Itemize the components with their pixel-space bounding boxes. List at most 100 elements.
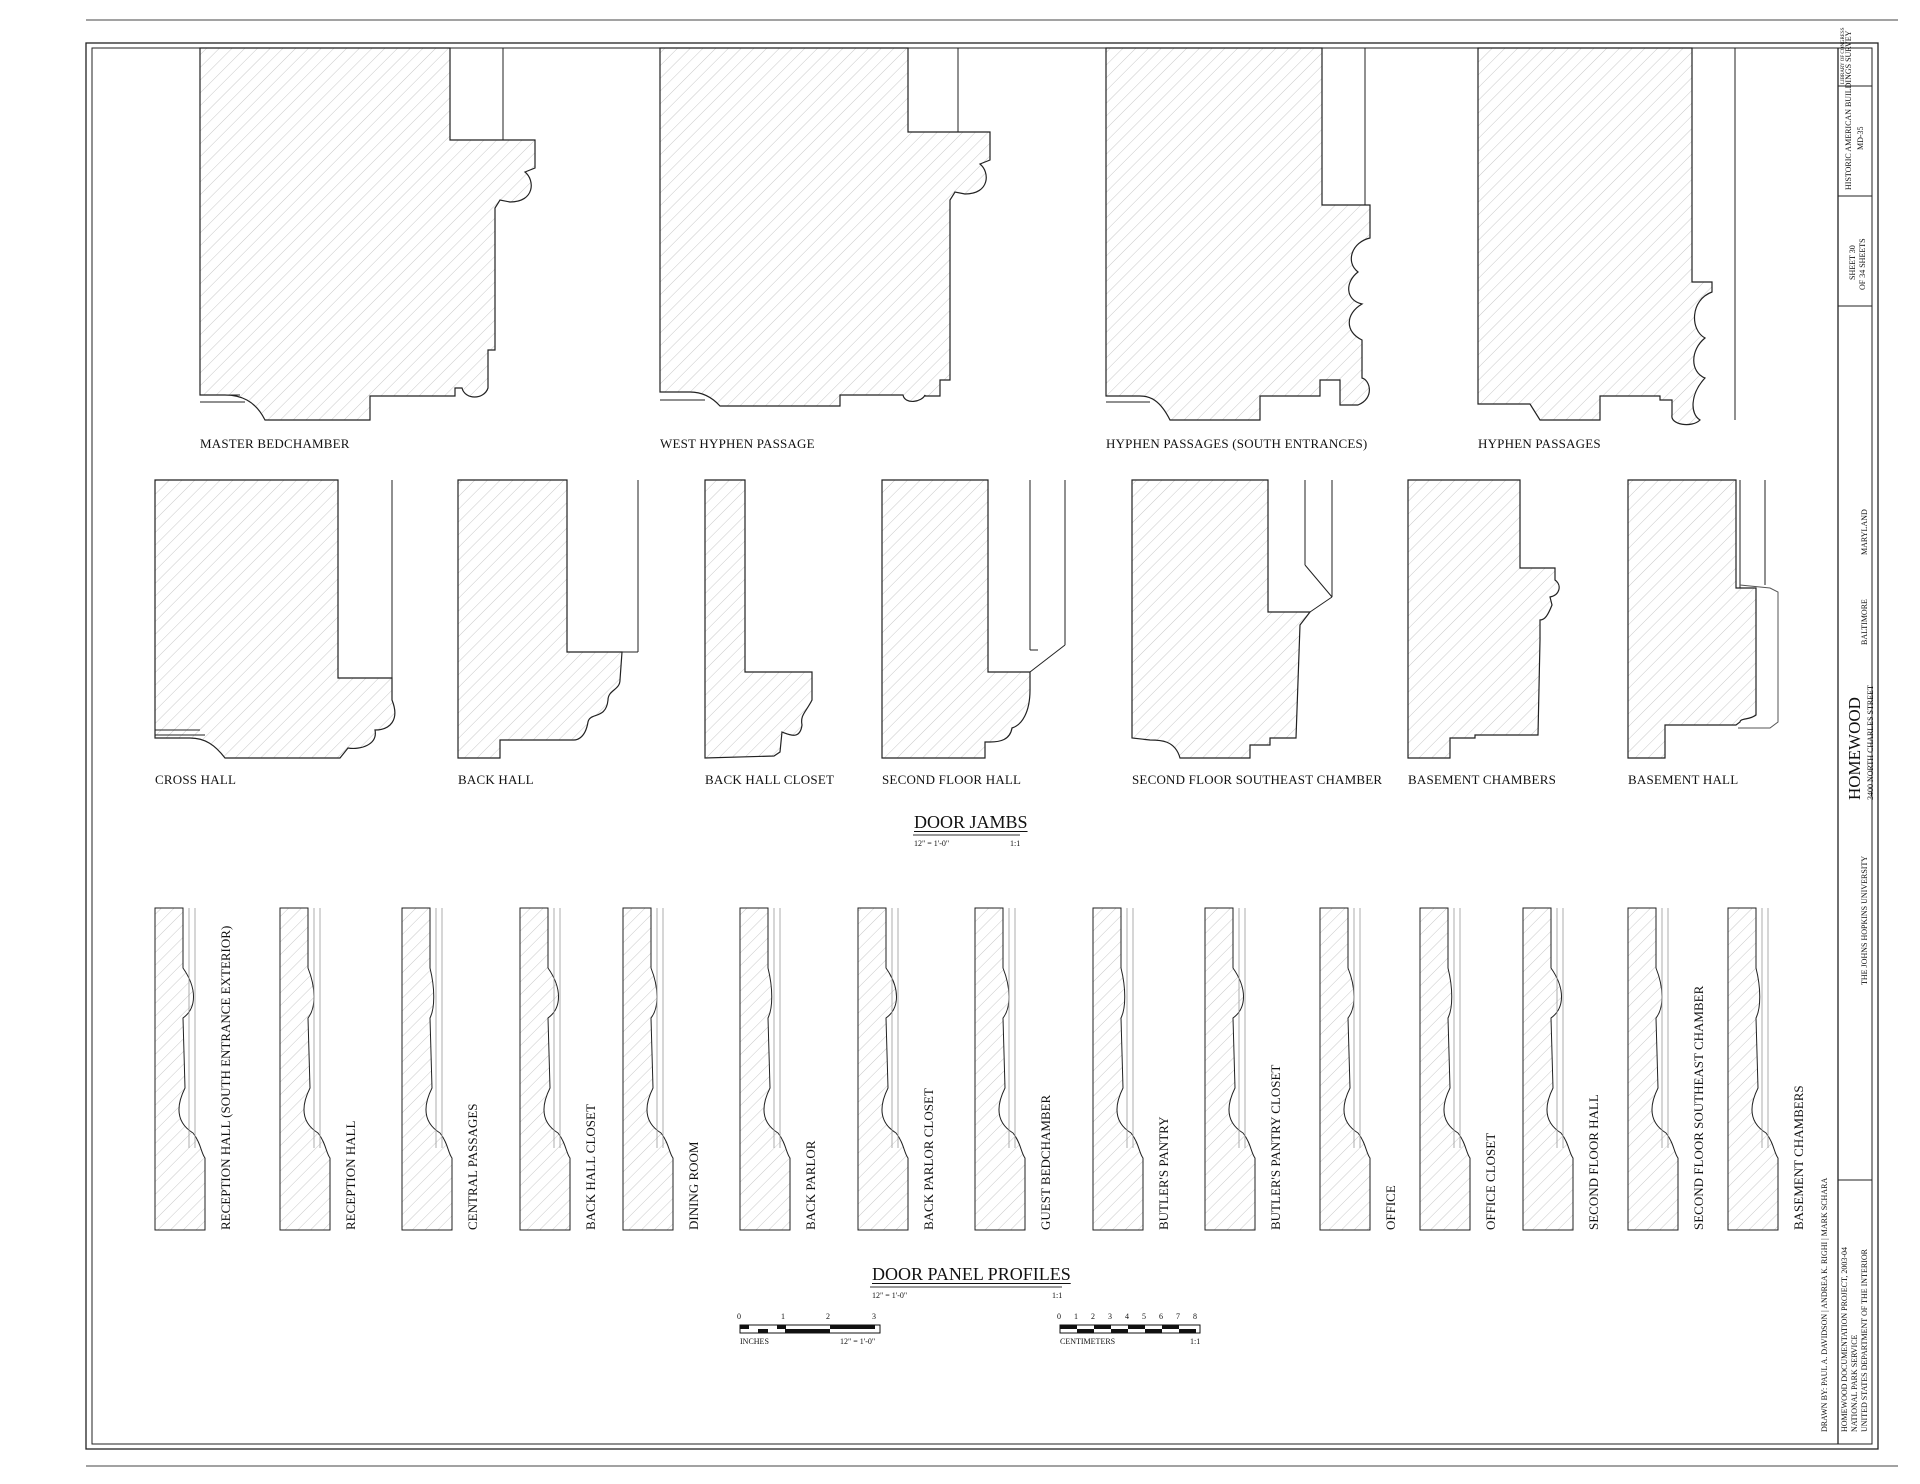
jamb-hyphen-passages <box>1477 47 1736 426</box>
door-panel-scale: 12" = 1'-0" <box>872 1291 908 1300</box>
panel-profile <box>1319 907 1371 1231</box>
door-panel-profiles-title: DOOR PANEL PROFILES <box>872 1264 1071 1284</box>
panel-profile-outline <box>1419 907 1471 1231</box>
jamb-basement-chambers <box>1407 479 1560 759</box>
panel-profile-outline <box>622 907 674 1231</box>
jamb-basement-hall <box>1627 479 1779 759</box>
label-west-hyphen-passage: WEST HYPHEN PASSAGE <box>660 436 815 451</box>
door-jambs-ratio: 1:1 <box>1010 839 1021 848</box>
panel-profile <box>1419 907 1471 1231</box>
tb-city: BALTIMORE <box>1860 599 1869 645</box>
label-panel-12: OFFICE CLOSET <box>1483 1132 1498 1230</box>
jamb-second-floor-southeast-chamber <box>1131 479 1333 759</box>
jamb-west-hyphen-passage <box>659 47 991 407</box>
panel-profile-outline <box>1204 907 1256 1231</box>
panel-profile-outline <box>1627 907 1679 1231</box>
scale-cm-tick-1: 1 <box>1074 1312 1078 1321</box>
label-hyphen-passages-south: HYPHEN PASSAGES (SOUTH ENTRANCES) <box>1106 436 1368 451</box>
scale-cm-tick-8: 8 <box>1193 1312 1197 1321</box>
label-panel-14: SECOND FLOOR SOUTHEAST CHAMBER <box>1691 985 1706 1230</box>
scale-cm-tick-7: 7 <box>1176 1312 1180 1321</box>
panel-profile-outline <box>1319 907 1371 1231</box>
scale-cm-ratio: 1:1 <box>1190 1337 1201 1346</box>
scale-inches-unit: INCHES <box>740 1337 769 1346</box>
tb-sheet: SHEET 30 <box>1848 245 1857 280</box>
scale-cm-tick-4: 4 <box>1125 1312 1129 1321</box>
label-panel-3: CENTRAL PASSAGES <box>465 1103 480 1230</box>
panel-profile <box>857 907 909 1231</box>
door-jambs-title: DOOR JAMBS <box>914 812 1028 832</box>
sheet-border-outer <box>85 42 1879 1450</box>
panel-profile-outline <box>1727 907 1779 1231</box>
panel-profile-outline <box>401 907 453 1231</box>
label-panel-4: BACK HALL CLOSET <box>583 1104 598 1230</box>
panel-profile <box>1522 907 1574 1231</box>
tb-survey-no: MD-35 <box>1856 126 1865 150</box>
door-jambs-scale: 12" = 1'-0" <box>914 839 950 848</box>
label-panel-13: SECOND FLOOR HALL <box>1586 1094 1601 1230</box>
jamb-cross-hall <box>154 479 396 759</box>
scale-inches-scale: 12" = 1'-0" <box>840 1337 876 1346</box>
scale-inches-tick-0: 0 <box>737 1312 741 1321</box>
tb-owner: THE JOHNS HOPKINS UNIVERSITY <box>1860 855 1869 985</box>
tb-state: MARYLAND <box>1860 509 1869 555</box>
panel-profile <box>622 907 674 1231</box>
label-back-hall-closet: BACK HALL CLOSET <box>705 772 835 787</box>
label-basement-hall: BASEMENT HALL <box>1628 772 1739 787</box>
jamb-master-bedchamber <box>199 47 536 421</box>
panel-profile-outline <box>974 907 1026 1231</box>
label-back-hall: BACK HALL <box>458 772 534 787</box>
jamb-back-hall-closet <box>704 479 813 759</box>
panel-profile-outline <box>857 907 909 1231</box>
label-panel-2: RECEPTION HALL <box>343 1120 358 1230</box>
label-panel-6: BACK PARLOR <box>803 1140 818 1230</box>
label-panel-5: DINING ROOM <box>686 1141 701 1230</box>
label-panel-11: OFFICE <box>1383 1185 1398 1230</box>
panel-profile-outline <box>279 907 331 1231</box>
scale-bar-centimeters <box>1059 1324 1201 1334</box>
panel-profile-outline <box>1092 907 1144 1231</box>
panel-profile <box>1092 907 1144 1231</box>
label-basement-chambers: BASEMENT CHAMBERS <box>1408 772 1556 787</box>
label-panel-8: GUEST BEDCHAMBER <box>1038 1094 1053 1230</box>
jamb-second-floor-hall <box>881 479 1066 759</box>
panel-profile <box>1627 907 1679 1231</box>
scale-cm-unit: CENTIMETERS <box>1060 1337 1116 1346</box>
scale-inches-tick-3: 3 <box>872 1312 876 1321</box>
panel-profile-outline <box>1522 907 1574 1231</box>
label-panel-7: BACK PARLOR CLOSET <box>921 1088 936 1230</box>
panel-profile-outline <box>739 907 791 1231</box>
panel-profile <box>154 907 206 1231</box>
jamb-hyphen-passages-south <box>1105 47 1371 421</box>
door-panel-ratio: 1:1 <box>1052 1291 1063 1300</box>
label-second-floor-southeast-chamber: SECOND FLOOR SOUTHEAST CHAMBER <box>1132 772 1383 787</box>
scale-cm-tick-6: 6 <box>1159 1312 1163 1321</box>
panel-profile <box>974 907 1026 1231</box>
scale-cm-tick-2: 2 <box>1091 1312 1095 1321</box>
label-panel-1: RECEPTION HALL (SOUTH ENTRANCE EXTERIOR) <box>218 925 233 1230</box>
tb-project: HOMEWOOD DOCUMENTATION PROJECT, 2003-04 <box>1840 1247 1849 1432</box>
label-hyphen-passages: HYPHEN PASSAGES <box>1478 436 1601 451</box>
scale-cm-tick-3: 3 <box>1108 1312 1112 1321</box>
sheet-border-inner <box>91 47 1873 1445</box>
panel-profile <box>401 907 453 1231</box>
scale-inches-tick-2: 2 <box>826 1312 830 1321</box>
tb-agency: NATIONAL PARK SERVICE <box>1850 1334 1859 1432</box>
tb-drawn-by: DRAWN BY: PAUL A. DAVIDSON | ANDREA K. R… <box>1820 1177 1829 1432</box>
label-panel-15: BASEMENT CHAMBERS <box>1791 1085 1806 1230</box>
door-panel-profiles-group <box>154 907 1779 1231</box>
tb-building: HOMEWOOD <box>1845 697 1864 800</box>
panel-profile <box>1727 907 1779 1231</box>
jamb-back-hall <box>457 479 639 759</box>
scale-inches-tick-1: 1 <box>781 1312 785 1321</box>
panel-profile <box>1204 907 1256 1231</box>
scale-bar-inches <box>739 1324 881 1334</box>
tb-of-sheets: OF 34 SHEETS <box>1858 238 1867 290</box>
panel-profile <box>739 907 791 1231</box>
scale-cm-tick-0: 0 <box>1057 1312 1061 1321</box>
label-master-bedchamber: MASTER BEDCHAMBER <box>200 436 350 451</box>
panel-profile <box>519 907 571 1231</box>
tb-address: 3400 NORTH CHARLES STREET <box>1866 685 1875 800</box>
panel-profile-outline <box>519 907 571 1231</box>
